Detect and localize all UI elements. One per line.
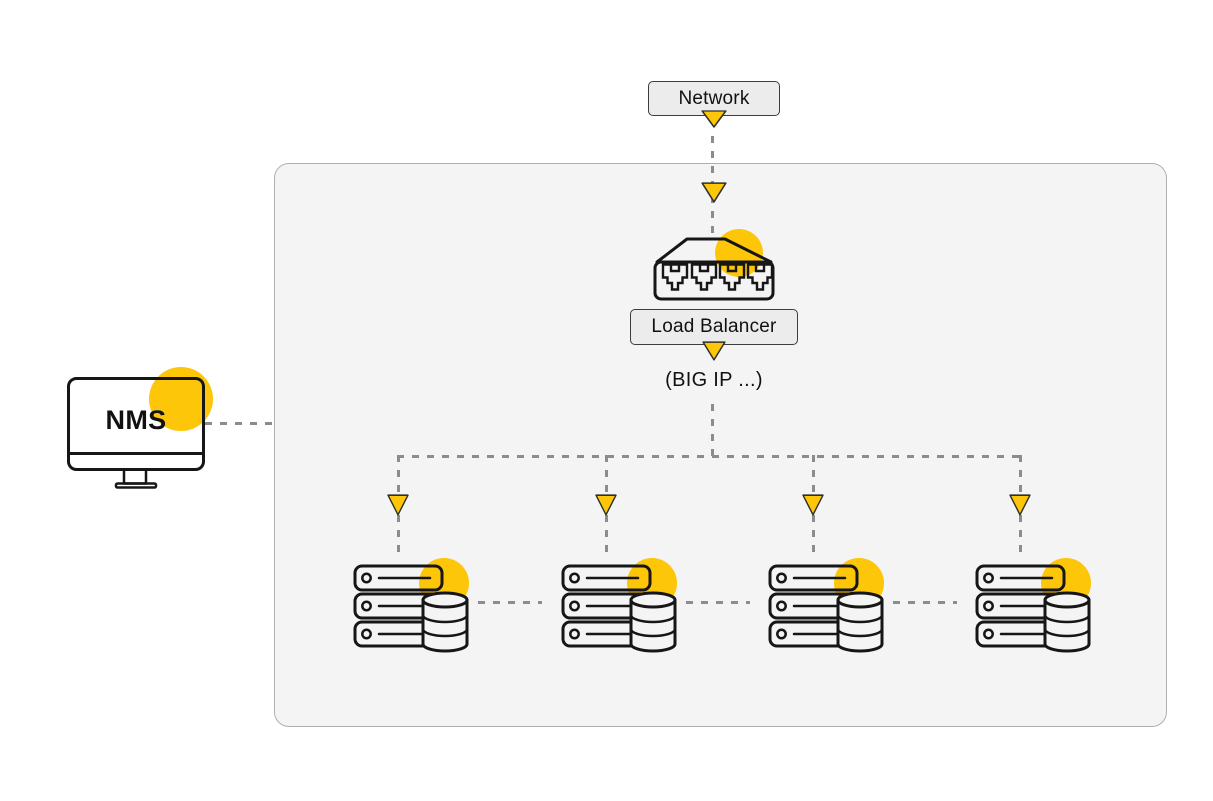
server-stack-database-icon xyxy=(975,564,1091,653)
arrow-down-icon xyxy=(701,110,727,128)
connector-line-server3-server4 xyxy=(893,601,957,604)
arrow-down-icon xyxy=(1009,494,1031,516)
switch-body xyxy=(653,260,775,301)
network-label: Network xyxy=(678,87,750,109)
connector-line-lb-down xyxy=(711,404,714,456)
network-node: Network xyxy=(648,81,780,116)
monitor-stand-base xyxy=(114,482,158,489)
monitor-stand-neck xyxy=(122,468,148,485)
arrow-down-icon xyxy=(595,494,617,516)
load-balancer-label: Load Balancer xyxy=(651,316,777,337)
switch-ports xyxy=(661,263,774,291)
connector-line-nms-to-cluster xyxy=(205,422,275,425)
switch-lid xyxy=(655,237,773,264)
nms-label: NMS xyxy=(105,405,167,435)
connector-line-branch xyxy=(397,455,1021,458)
server-stack-database-icon xyxy=(353,564,469,653)
server-stack-database-icon xyxy=(561,564,677,653)
load-balancer-subtitle: (BIG IP ...) xyxy=(665,369,763,391)
load-balancer-node: Load Balancer xyxy=(630,309,798,345)
connector-line-server2-server3 xyxy=(686,601,750,604)
arrow-down-icon xyxy=(701,182,727,203)
load-balancer-switch-icon xyxy=(653,237,775,301)
nms-monitor-icon xyxy=(67,377,205,489)
arrow-down-icon xyxy=(802,494,824,516)
connector-line-server1-server2 xyxy=(478,601,542,604)
arrow-down-icon xyxy=(387,494,409,516)
server-stack-database-icon xyxy=(768,564,884,653)
arrow-down-icon xyxy=(702,341,726,361)
